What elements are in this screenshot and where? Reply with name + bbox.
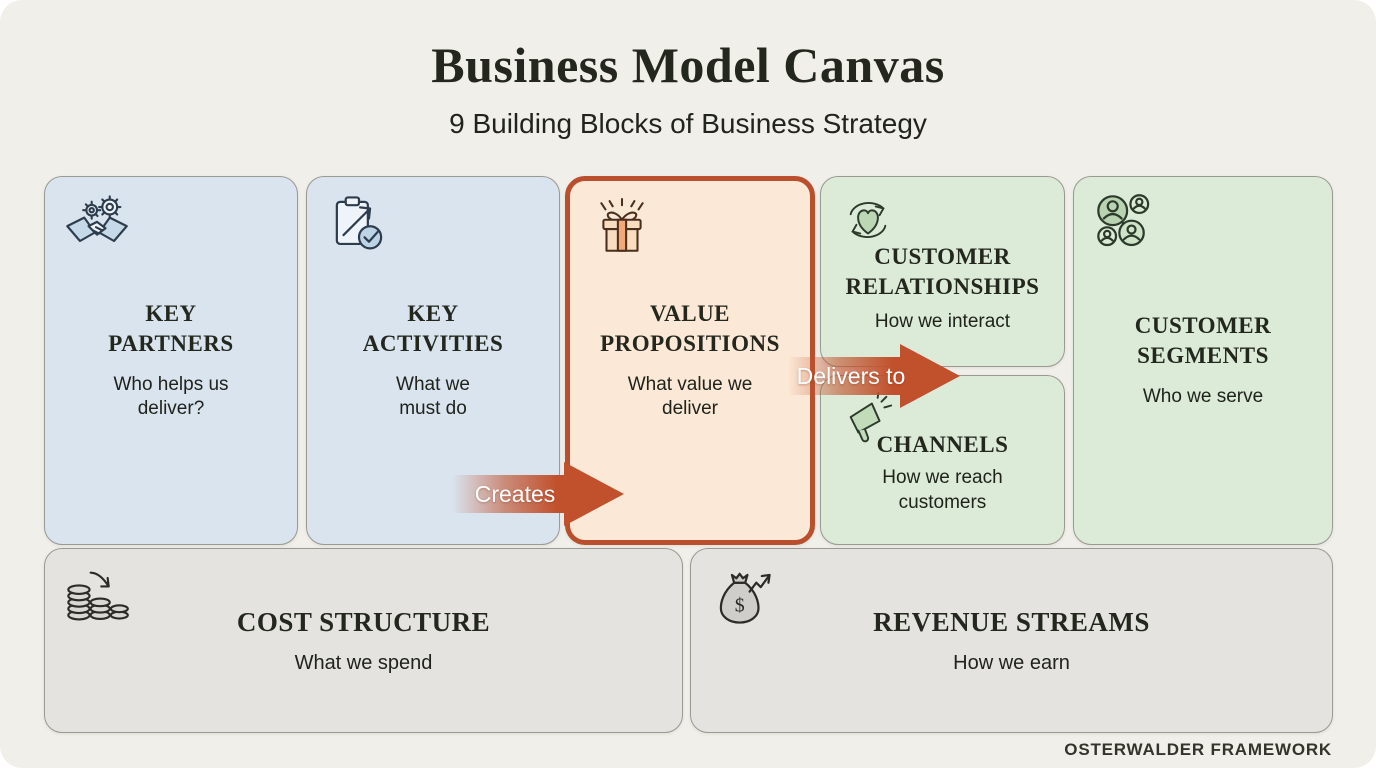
clipboard-check-icon	[325, 193, 393, 255]
page-subtitle: 9 Building Blocks of Business Strategy	[449, 108, 927, 139]
svg-text:$: $	[735, 595, 745, 617]
block-title: CUSTOMER SEGMENTS	[1134, 313, 1272, 369]
coins-down-icon	[63, 565, 131, 627]
heart-cycle-icon	[839, 193, 897, 247]
block-customer-relationships: CUSTOMER RELATIONSHIPS How we interact	[820, 176, 1065, 367]
delivers-to-arrow: Delivers to	[788, 344, 960, 408]
framework-attribution: OSTERWALDER FRAMEWORK	[1064, 740, 1332, 759]
handshake-gears-icon	[63, 193, 131, 255]
block-subtitle: How we earn	[953, 652, 1070, 675]
block-subtitle: Who we serve	[1142, 386, 1264, 408]
block-customer-segments: CUSTOMER SEGMENTS Who we serve	[1073, 176, 1333, 545]
block-title: KEY ACTIVITIES	[362, 300, 504, 356]
creates-arrow: Creates	[452, 462, 624, 526]
megaphone-icon	[839, 391, 897, 446]
block-subtitle: What we spend	[294, 652, 433, 675]
block-subtitle: How we reach customers	[882, 467, 1003, 513]
page-title: Business Model Canvas	[431, 37, 945, 93]
block-subtitle: Who helps us deliver?	[113, 373, 229, 420]
people-icon	[1092, 193, 1160, 255]
block-subtitle: How we interact	[874, 311, 1011, 333]
block-title: REVENUE STREAMS	[873, 606, 1150, 637]
gift-icon	[588, 197, 656, 259]
block-title: VALUE PROPOSITIONS	[600, 300, 780, 356]
money-bag-icon: $	[709, 565, 777, 627]
block-subtitle: What we must do	[396, 373, 470, 420]
block-title: KEY PARTNERS	[108, 300, 234, 356]
block-revenue-streams: $ REVENUE STREAMS How we earn	[690, 548, 1333, 733]
block-title: CUSTOMER RELATIONSHIPS	[845, 244, 1040, 300]
block-title: CHANNELS	[876, 432, 1009, 458]
block-cost-structure: COST STRUCTURE What we spend	[44, 548, 683, 733]
block-key-partners: KEY PARTNERS Who helps us deliver?	[44, 176, 298, 545]
block-title: COST STRUCTURE	[236, 606, 491, 637]
creates-arrow-label: Creates	[474, 480, 556, 507]
block-subtitle: What value we deliver	[627, 373, 753, 420]
delivers-to-arrow-label: Delivers to	[796, 362, 906, 389]
